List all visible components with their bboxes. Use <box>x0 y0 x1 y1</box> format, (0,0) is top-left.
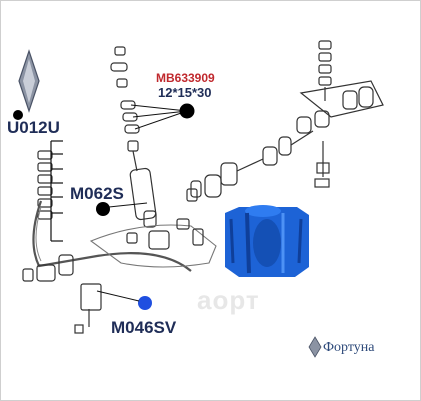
upper-right-stack <box>318 40 332 101</box>
upper-arm-bushings <box>296 86 374 134</box>
stabilizer-bushing-blue <box>225 205 309 277</box>
tie-rod-assembly <box>190 130 314 198</box>
callout-dot-mb633909 <box>179 103 195 119</box>
part-number-label: MB633909 <box>156 71 215 85</box>
left-bushing-stack <box>37 150 53 220</box>
brand-emblem <box>308 336 322 358</box>
callout-u012u: U012U <box>7 118 60 137</box>
lower-link-parts <box>22 254 102 334</box>
dimensions-label: 12*15*30 <box>158 85 212 100</box>
callout-m062s: M062S <box>70 184 124 203</box>
right-bolt <box>314 141 330 188</box>
callout-m046sv: M046SV <box>111 318 177 337</box>
stabilizer-bar <box>32 200 192 272</box>
mb633909-leader-lines <box>130 104 188 130</box>
arm-fasteners <box>126 188 204 250</box>
m062s-leader-line <box>108 202 148 208</box>
shock-absorber-stack <box>110 46 157 228</box>
upper-arm-assembly <box>299 80 384 118</box>
emblem-logo <box>18 49 40 113</box>
brand-name: Фортуна <box>323 340 375 355</box>
u012u-leader-lines <box>50 140 63 242</box>
callout-dot-m062s <box>96 202 110 216</box>
watermark-text: аорт <box>197 285 260 315</box>
callout-dot-u012u <box>13 110 23 120</box>
lower-control-arm <box>89 224 217 268</box>
m046sv-leader-line <box>96 290 140 302</box>
callout-dot-m046sv <box>138 296 152 310</box>
